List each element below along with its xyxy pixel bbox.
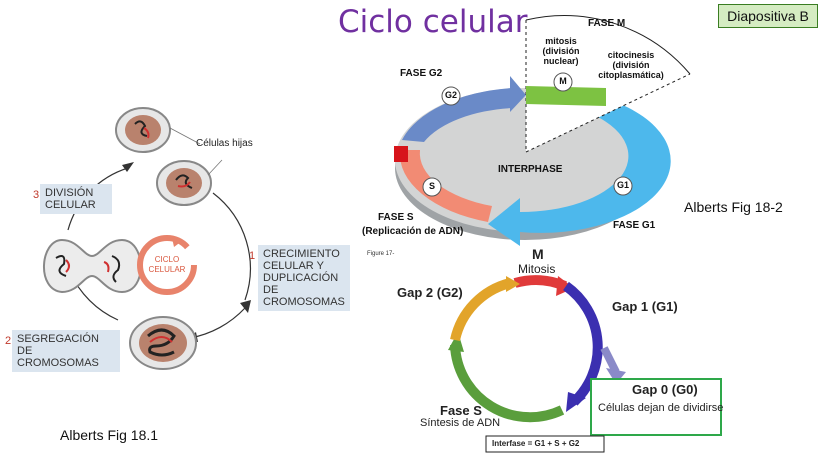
g1-arrowhead [488, 198, 520, 246]
g2-badge-label: G2 [444, 90, 457, 100]
fase-s-subtitle: Síntesis de ADN [420, 417, 501, 429]
g2-arrowhead [510, 76, 526, 112]
top-right-caption: Alberts Fig 18-2 [684, 199, 783, 215]
m-badge [553, 72, 573, 92]
s-band [399, 150, 492, 222]
cycle-disc [395, 88, 655, 232]
m-title: M [532, 246, 544, 262]
slide-title: Ciclo celular [338, 4, 528, 40]
chromosome-icon [147, 328, 176, 357]
m-band-overlay [526, 86, 606, 106]
gap2-label: Gap 2 (G2) [397, 285, 463, 300]
fase-g2-label: FASE G2 [400, 68, 443, 79]
arrowhead-daughters [122, 162, 134, 172]
m-phase-divider [525, 73, 691, 153]
step-box-growth: CRECIMIENTO CELULAR Y DUPLICACIÓN DE CRO… [258, 245, 350, 311]
s-start-marker [394, 146, 408, 162]
fase-m-label: FASE M [588, 18, 626, 29]
s-arrowhead [448, 332, 464, 352]
cycle-center-label: CICLO CELULAR [148, 255, 186, 274]
dividing-cell [43, 238, 142, 294]
fase-s-label: FASE S [378, 212, 414, 223]
g2-band [402, 88, 512, 142]
mitosis-label: mitosis (división nuclear) [542, 36, 580, 66]
fase-s-title: Fase S [440, 403, 482, 418]
fase-s-sub: (Replicación de ADN) [362, 226, 464, 237]
step-box-division: DIVISIÓN CELULAR [40, 184, 112, 214]
figure-note: Figure 17- [367, 251, 395, 257]
g0-arrowhead [606, 368, 626, 384]
cycle-center-ring [137, 235, 197, 295]
nucleus-icon [166, 168, 202, 198]
chromosome-icon [103, 261, 110, 273]
g1-segment [563, 281, 603, 406]
citocinesis-label: citocinesis (división citoplasmática) [598, 50, 664, 80]
g1-badge-label: G1 [616, 180, 629, 190]
g1-badge [613, 176, 633, 196]
chromosome-icon [134, 120, 148, 137]
cycle-arc-growth [212, 192, 251, 301]
step-box-segregation: SEGREGACIÓN DE CROMOSOMAS [12, 330, 120, 372]
gap0-subtitle: Células dejan de dividirse [598, 402, 724, 414]
m-phase-wedge [526, 20, 690, 152]
left-caption: Alberts Fig 18.1 [60, 427, 159, 443]
formula-box [485, 435, 605, 453]
gap1-label: Gap 1 (G1) [612, 299, 678, 314]
g2-badge [441, 86, 461, 106]
m-phase-arc [525, 15, 691, 75]
g0-branch [600, 346, 620, 374]
daughter-cells-label: Células hijas [196, 138, 253, 149]
step-number-1: 1 [249, 250, 256, 262]
step-number-2: 2 [5, 335, 12, 347]
chromosome-icon [177, 181, 191, 188]
g2-arrowhead [506, 276, 520, 292]
chromosome-icon [143, 127, 150, 139]
gap0-label: Gap 0 (G0) [632, 382, 698, 397]
m-subtitle: Mitosis [518, 262, 556, 276]
chromosome-icon [55, 255, 67, 277]
fase-g1-label: FASE G1 [613, 220, 656, 231]
g1-arrowhead [566, 392, 586, 412]
pointer-line [169, 127, 201, 145]
g0-box [590, 378, 722, 436]
interphase-label: INTERPHASE [498, 164, 563, 175]
s-segment [450, 344, 565, 423]
arrowhead-growth [240, 300, 251, 313]
slide-badge: Diapositiva B [718, 4, 818, 28]
m-badge-label: M [559, 76, 567, 86]
chromosome-icon [65, 259, 70, 273]
step-number-3: 3 [33, 189, 40, 201]
m-arrowhead [556, 276, 574, 296]
chromosome-icon [149, 336, 173, 343]
g1-band [520, 100, 671, 233]
s-badge-label: S [428, 181, 435, 191]
interfase-formula: Interfase = G1 + S + G2 [492, 439, 580, 448]
pointer-line [207, 159, 223, 176]
cycle-center-arrowhead [172, 238, 182, 247]
s-badge [422, 177, 442, 197]
chromosome-icon [111, 255, 121, 283]
g2-segment [450, 278, 512, 342]
